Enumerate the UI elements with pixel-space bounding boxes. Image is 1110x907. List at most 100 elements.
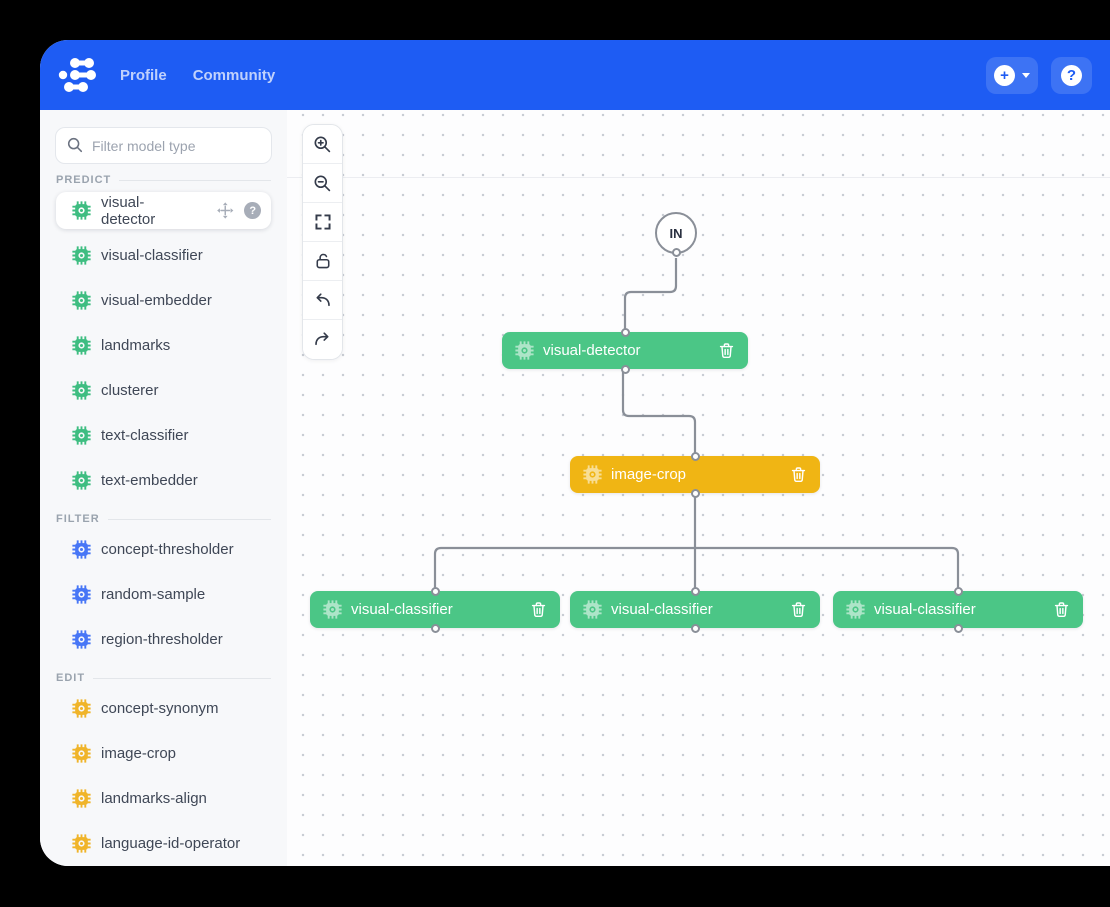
item-label: visual-classifier	[101, 247, 203, 264]
sidebar-item-visual-detector[interactable]: visual-detector ?	[56, 192, 271, 229]
help-button[interactable]: ?	[1051, 56, 1092, 94]
canvas-divider	[287, 177, 1110, 178]
item-help-icon[interactable]: ?	[244, 202, 261, 219]
edge-in-to-detector	[623, 258, 678, 332]
node-visual-classifier-1[interactable]: visual-classifier	[310, 586, 560, 633]
node-visual-classifier-3[interactable]: visual-classifier	[833, 586, 1083, 633]
edge-branch	[433, 546, 960, 591]
chip-icon	[583, 600, 602, 619]
unlock-button[interactable]	[303, 242, 342, 281]
section-header-filter: FILTER	[56, 513, 271, 525]
chip-icon	[72, 699, 91, 718]
workflow-canvas[interactable]: IN visual-detector image-crop	[287, 110, 1110, 866]
item-label: region-thresholder	[101, 631, 223, 648]
node-label: visual-classifier	[611, 601, 713, 618]
chip-icon	[72, 744, 91, 763]
port-out[interactable]	[690, 623, 700, 633]
item-label: clusterer	[101, 382, 159, 399]
top-navbar: Profile Community + ?	[40, 40, 1110, 110]
item-label: text-embedder	[101, 472, 198, 489]
item-label: visual-detector	[101, 193, 156, 228]
node-visual-detector[interactable]: visual-detector	[502, 327, 748, 374]
sidebar-item-visual-classifier[interactable]: visual-classifier	[40, 233, 287, 278]
section-header-edit: EDIT	[56, 672, 271, 684]
sidebar-item-language-id-operator[interactable]: language-id-operator	[40, 821, 287, 866]
plus-icon: +	[994, 64, 1015, 86]
sidebar-item-image-crop[interactable]: image-crop	[40, 731, 287, 776]
node-label: IN	[669, 225, 683, 241]
undo-button[interactable]	[303, 281, 342, 320]
redo-button[interactable]	[303, 320, 342, 359]
chip-icon	[72, 201, 91, 220]
port-in[interactable]	[953, 586, 963, 596]
canvas-toolbar	[302, 124, 343, 360]
edge-detector-to-crop	[621, 370, 697, 455]
port-out[interactable]	[430, 623, 440, 633]
node-input[interactable]: IN	[655, 212, 697, 257]
port-out[interactable]	[690, 488, 700, 498]
item-label: concept-synonym	[101, 700, 219, 717]
section-label: PREDICT	[56, 174, 112, 186]
chip-icon	[72, 426, 91, 445]
port-in[interactable]	[690, 586, 700, 596]
delete-node-button[interactable]	[715, 339, 738, 362]
chip-icon	[72, 540, 91, 559]
app-logo-icon[interactable]	[58, 55, 102, 95]
sidebar-item-visual-embedder[interactable]: visual-embedder	[40, 278, 287, 323]
nav-link-profile[interactable]: Profile	[120, 66, 167, 84]
section-rule	[93, 677, 271, 679]
sidebar-item-landmarks-align[interactable]: landmarks-align	[40, 776, 287, 821]
section-rule	[119, 179, 271, 181]
port-out[interactable]	[953, 623, 963, 633]
item-label: image-crop	[101, 745, 177, 762]
fit-view-button[interactable]	[303, 203, 342, 242]
move-icon[interactable]	[216, 201, 235, 220]
port-out[interactable]	[671, 247, 681, 257]
delete-node-button[interactable]	[527, 598, 550, 621]
trash-icon	[1052, 600, 1071, 619]
trash-icon	[789, 600, 808, 619]
delete-node-button[interactable]	[1050, 598, 1073, 621]
sidebar-item-region-thresholder[interactable]: region-thresholder	[40, 617, 287, 662]
port-out[interactable]	[620, 364, 630, 374]
delete-node-button[interactable]	[787, 463, 810, 486]
zoom-in-button[interactable]	[303, 125, 342, 164]
sidebar-item-text-classifier[interactable]: text-classifier	[40, 413, 287, 458]
nav-link-community[interactable]: Community	[192, 66, 276, 84]
chip-icon	[72, 789, 91, 808]
item-label: landmarks-align	[101, 790, 207, 807]
port-in[interactable]	[620, 327, 630, 337]
filter-model-input[interactable]	[55, 127, 272, 164]
trash-icon	[789, 465, 808, 484]
port-in[interactable]	[430, 586, 440, 596]
sidebar-item-text-embedder[interactable]: text-embedder	[40, 458, 287, 503]
node-image-crop[interactable]: image-crop	[570, 451, 820, 498]
chip-icon	[72, 246, 91, 265]
chevron-down-icon	[1022, 72, 1030, 78]
sidebar-item-concept-thresholder[interactable]: concept-thresholder	[40, 527, 287, 572]
item-label: language-id-operator	[101, 835, 241, 852]
node-label: visual-classifier	[351, 601, 453, 618]
sidebar-item-clusterer[interactable]: clusterer	[40, 368, 287, 413]
chip-icon	[72, 381, 91, 400]
add-workflow-button[interactable]: +	[986, 56, 1038, 94]
node-label: visual-classifier	[874, 601, 976, 618]
section-label: EDIT	[56, 672, 86, 684]
delete-node-button[interactable]	[787, 598, 810, 621]
trash-icon	[717, 341, 736, 360]
node-label: image-crop	[611, 466, 687, 483]
zoom-out-button[interactable]	[303, 164, 342, 203]
sidebar-item-concept-synonym[interactable]: concept-synonym	[40, 686, 287, 731]
sidebar-item-random-sample[interactable]: random-sample	[40, 572, 287, 617]
sidebar-item-landmarks[interactable]: landmarks	[40, 323, 287, 368]
chip-icon	[846, 600, 865, 619]
item-label: text-classifier	[101, 427, 189, 444]
chip-icon	[72, 291, 91, 310]
item-label: landmarks	[101, 337, 171, 354]
model-sidebar: PREDICT visual-detector	[40, 110, 287, 866]
node-visual-classifier-2[interactable]: visual-classifier	[570, 586, 820, 633]
search-wrap	[55, 127, 272, 164]
chip-icon	[323, 600, 342, 619]
app-window: Profile Community + ? PREDICT	[40, 40, 1110, 866]
port-in[interactable]	[690, 451, 700, 461]
